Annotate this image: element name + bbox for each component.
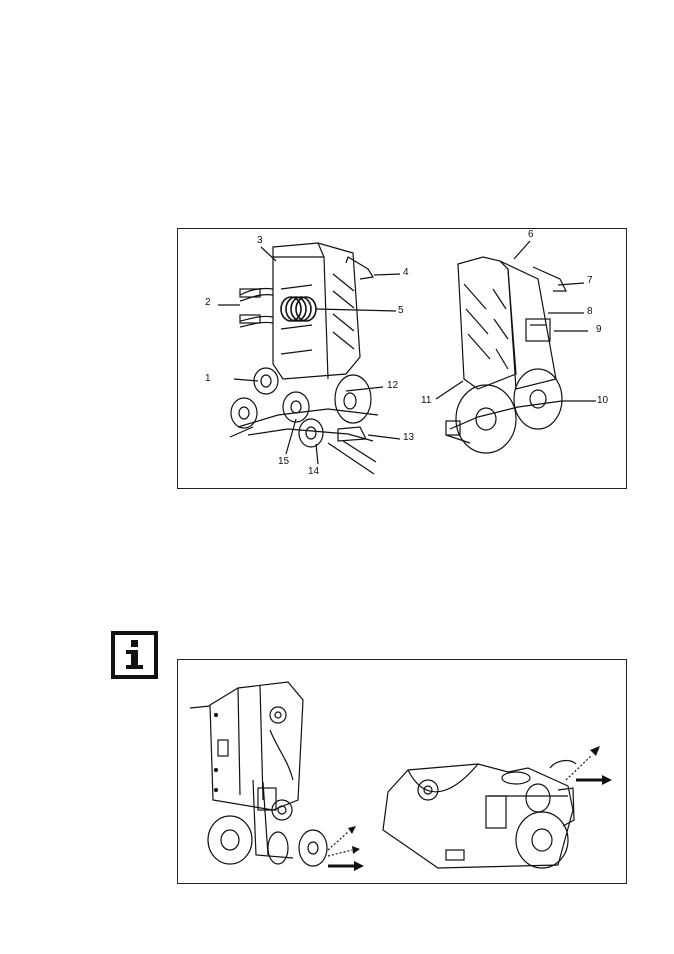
callout-15: 15 — [278, 457, 289, 467]
callout-2: 2 — [205, 298, 211, 308]
callout-11: 11 — [421, 396, 431, 406]
callout-8: 8 — [587, 307, 593, 317]
callout-7: 7 — [587, 276, 593, 286]
callout-12: 12 — [387, 381, 398, 391]
callout-3: 3 — [257, 236, 263, 246]
info-icon — [111, 631, 158, 679]
machine-illustration — [178, 229, 626, 488]
callout-6: 6 — [528, 230, 534, 240]
callout-10: 10 — [597, 396, 608, 406]
callout-1: 1 — [205, 374, 211, 384]
callout-5: 5 — [398, 306, 404, 316]
info-glyph — [115, 635, 154, 675]
callout-4: 4 — [403, 268, 409, 278]
figure-machine-side-views — [177, 659, 627, 884]
machine-side-illustration — [178, 660, 626, 883]
callout-9: 9 — [596, 325, 602, 335]
callout-13: 13 — [403, 433, 414, 443]
figure-machine-overview: 1 2 3 4 5 6 7 8 9 10 11 12 13 14 15 — [177, 228, 627, 489]
callout-14: 14 — [308, 467, 319, 477]
